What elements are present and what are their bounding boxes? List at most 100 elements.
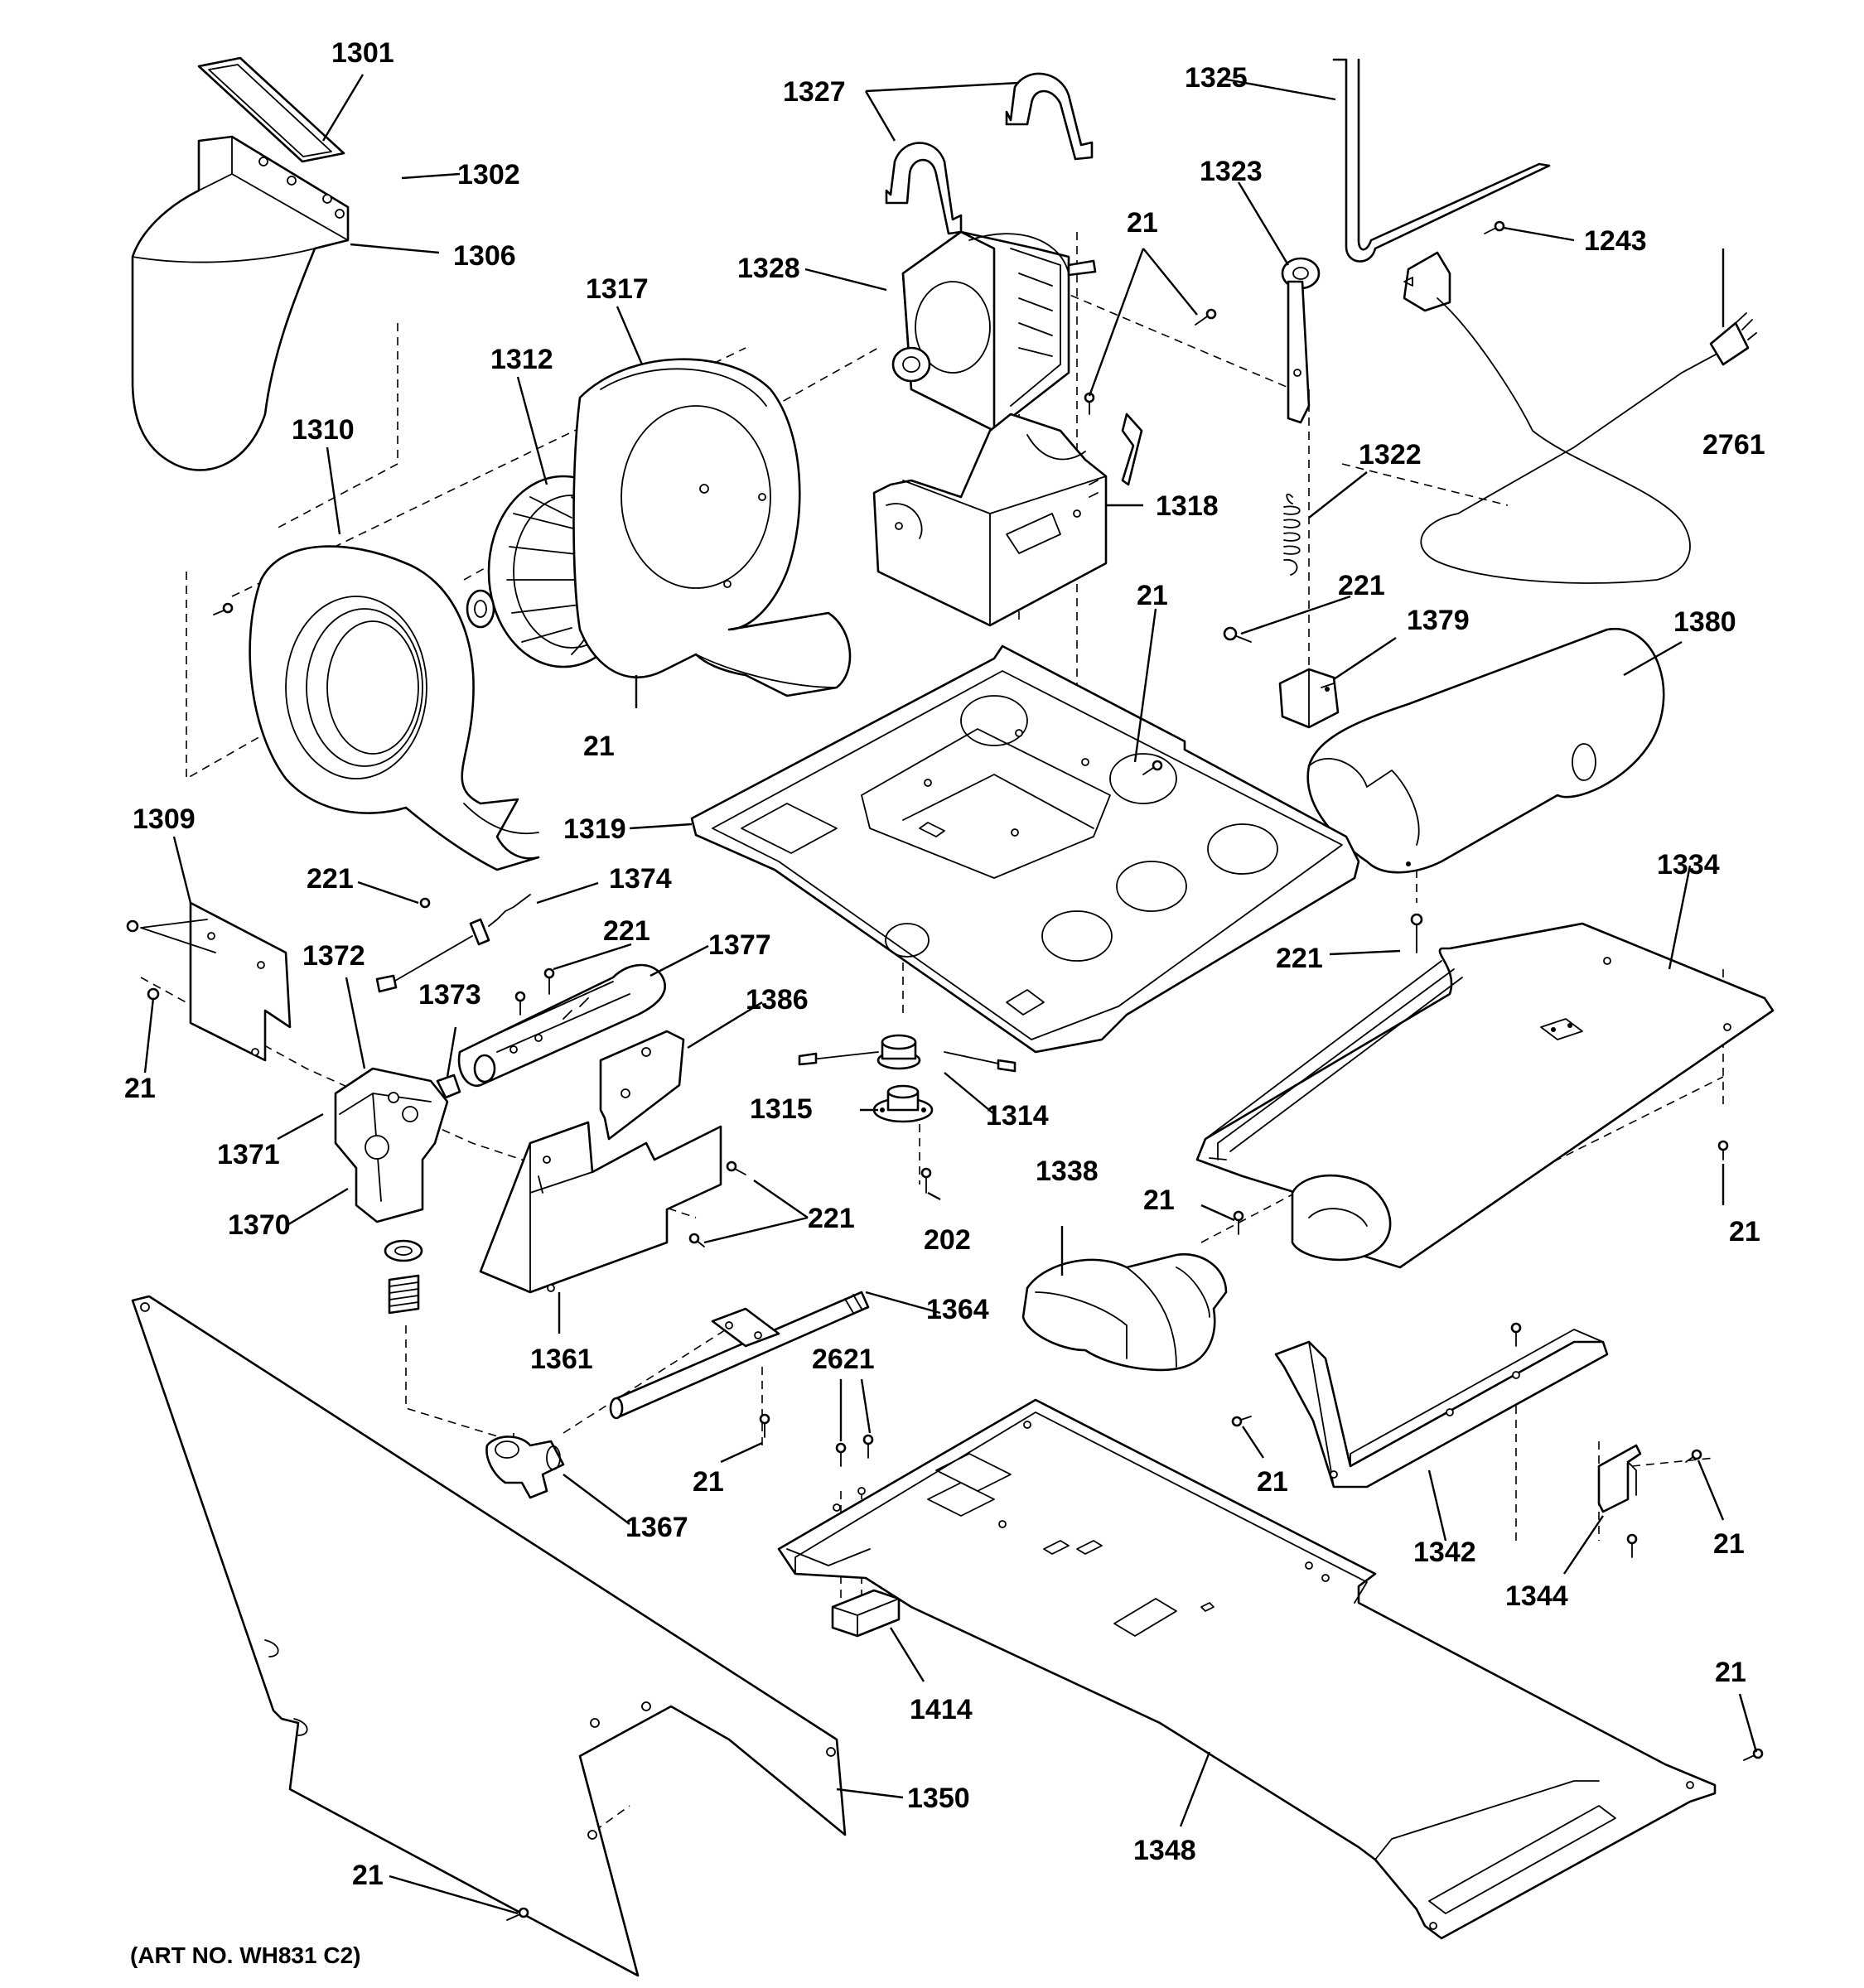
- part-1370-gas-valve: [334, 1067, 461, 1223]
- label-1372: 1372: [302, 940, 365, 972]
- part-1319-base: [690, 644, 1360, 1054]
- leader-lines: [143, 74, 1758, 1915]
- screw-202: [920, 1167, 932, 1194]
- part-fitting: [388, 1274, 420, 1315]
- part-1318-motor-mount: [872, 413, 1143, 627]
- label-1379: 1379: [1407, 605, 1470, 636]
- label-1322: 1322: [1359, 439, 1422, 470]
- screws-2621: [835, 1434, 874, 1467]
- label-221-1377: 221: [603, 915, 650, 947]
- label-221-1379: 221: [1338, 570, 1385, 601]
- screw-1350: [506, 1907, 529, 1921]
- part-1386-bracket: [599, 1030, 685, 1141]
- part-1325-belt: [1332, 58, 1551, 263]
- screw-1361-b: [688, 1233, 705, 1247]
- part-1344-clip: [1597, 1444, 1642, 1513]
- screw-motor-a: [1084, 392, 1095, 415]
- label-21-1342: 21: [1257, 1466, 1288, 1498]
- screw-1361-a: [726, 1160, 746, 1175]
- label-1328: 1328: [737, 253, 800, 284]
- part-1414-block: [831, 1589, 901, 1638]
- part-1367-elbow: [485, 1436, 565, 1499]
- label-21-base: 21: [1137, 580, 1168, 611]
- part-1328-motor: [891, 230, 1097, 432]
- label-1323: 1323: [1200, 156, 1263, 187]
- screw-1310: [213, 602, 234, 615]
- label-1414: 1414: [910, 1694, 973, 1725]
- label-1377: 1377: [708, 929, 771, 961]
- label-1315: 1315: [750, 1093, 813, 1125]
- screw-1348: [1743, 1748, 1764, 1761]
- screw-1344-a: [1685, 1449, 1702, 1463]
- part-1377-burner: [457, 963, 666, 1088]
- label-1361: 1361: [530, 1344, 593, 1375]
- label-221-1374: 221: [307, 863, 354, 895]
- screw-1309-a: [126, 919, 139, 933]
- label-1342: 1342: [1413, 1537, 1476, 1568]
- part-1322-spring: [1283, 493, 1301, 576]
- part-1317-blower-cover: [572, 358, 852, 697]
- screw-1309-b: [147, 987, 160, 1001]
- part-2761-power-cord: [1403, 251, 1757, 584]
- label-202: 202: [924, 1224, 971, 1256]
- label-1312: 1312: [490, 344, 553, 375]
- screw-1380: [1410, 913, 1423, 953]
- label-21-1364: 21: [693, 1466, 724, 1498]
- label-1317: 1317: [586, 273, 649, 305]
- art-number: (ART NO. WH831 C2): [130, 1942, 360, 1968]
- screw-1334-b: [1717, 1140, 1729, 1160]
- label-21-1334a: 21: [1143, 1185, 1175, 1216]
- screw-1377-b: [514, 991, 526, 1016]
- label-21-1344: 21: [1713, 1528, 1745, 1560]
- screw-1377-a: [543, 967, 555, 995]
- label-1386: 1386: [746, 984, 809, 1016]
- label-1380: 1380: [1673, 606, 1736, 638]
- label-1364: 1364: [926, 1294, 989, 1325]
- screw-1379: [1223, 626, 1252, 643]
- label-1327: 1327: [783, 76, 846, 108]
- label-1344: 1344: [1505, 1580, 1568, 1612]
- label-1370: 1370: [228, 1209, 291, 1241]
- screw-1342-a: [1231, 1416, 1252, 1427]
- label-21-1348: 21: [1715, 1657, 1746, 1688]
- label-1334: 1334: [1657, 849, 1720, 881]
- label-1367: 1367: [625, 1512, 688, 1543]
- label-21-1334b: 21: [1729, 1216, 1760, 1247]
- label-221-bracket: 221: [808, 1203, 855, 1234]
- label-1373: 1373: [418, 979, 481, 1011]
- label-21-1350: 21: [352, 1860, 384, 1891]
- label-2621: 2621: [812, 1344, 875, 1375]
- label-1301: 1301: [331, 37, 394, 69]
- screw-1334-a: [1233, 1210, 1244, 1235]
- part-1315-sensor: [872, 1084, 934, 1123]
- screw-base: [1142, 760, 1163, 775]
- part-1380-combustion-chamber: [1306, 627, 1665, 874]
- label-1338: 1338: [1036, 1156, 1099, 1187]
- screw-motor-b: [1195, 308, 1217, 326]
- screw-1344-b: [1626, 1533, 1638, 1558]
- label-1302: 1302: [457, 159, 520, 191]
- label-1306: 1306: [453, 240, 516, 272]
- label-221-1380: 221: [1276, 943, 1323, 974]
- part-1334-duct-cover: [1195, 922, 1775, 1269]
- label-1243: 1243: [1584, 225, 1647, 257]
- label-21-motor: 21: [1127, 207, 1158, 239]
- label-1318: 1318: [1156, 490, 1219, 522]
- part-1361-burner-bracket: [479, 1121, 722, 1294]
- part-1309-shield: [140, 901, 292, 1062]
- screw-1364: [759, 1413, 770, 1438]
- label-1319: 1319: [563, 813, 626, 845]
- part-1373-orifice: [473, 1054, 496, 1083]
- label-1350: 1350: [907, 1783, 970, 1814]
- label-1325: 1325: [1185, 62, 1248, 94]
- label-1309: 1309: [133, 803, 196, 835]
- screw-1342-b: [1510, 1322, 1522, 1347]
- screw-1243: [1484, 220, 1505, 234]
- part-1348-base-plate: [777, 1398, 1717, 1940]
- part-1310-blower-housing: [249, 545, 540, 871]
- label-1310: 1310: [292, 414, 355, 446]
- callout-labels: 1301 1302 1306 1317 1312 1310 21 1327 13…: [124, 37, 1765, 1968]
- label-2761: 2761: [1702, 429, 1765, 461]
- part-1374-igniter: [375, 894, 531, 993]
